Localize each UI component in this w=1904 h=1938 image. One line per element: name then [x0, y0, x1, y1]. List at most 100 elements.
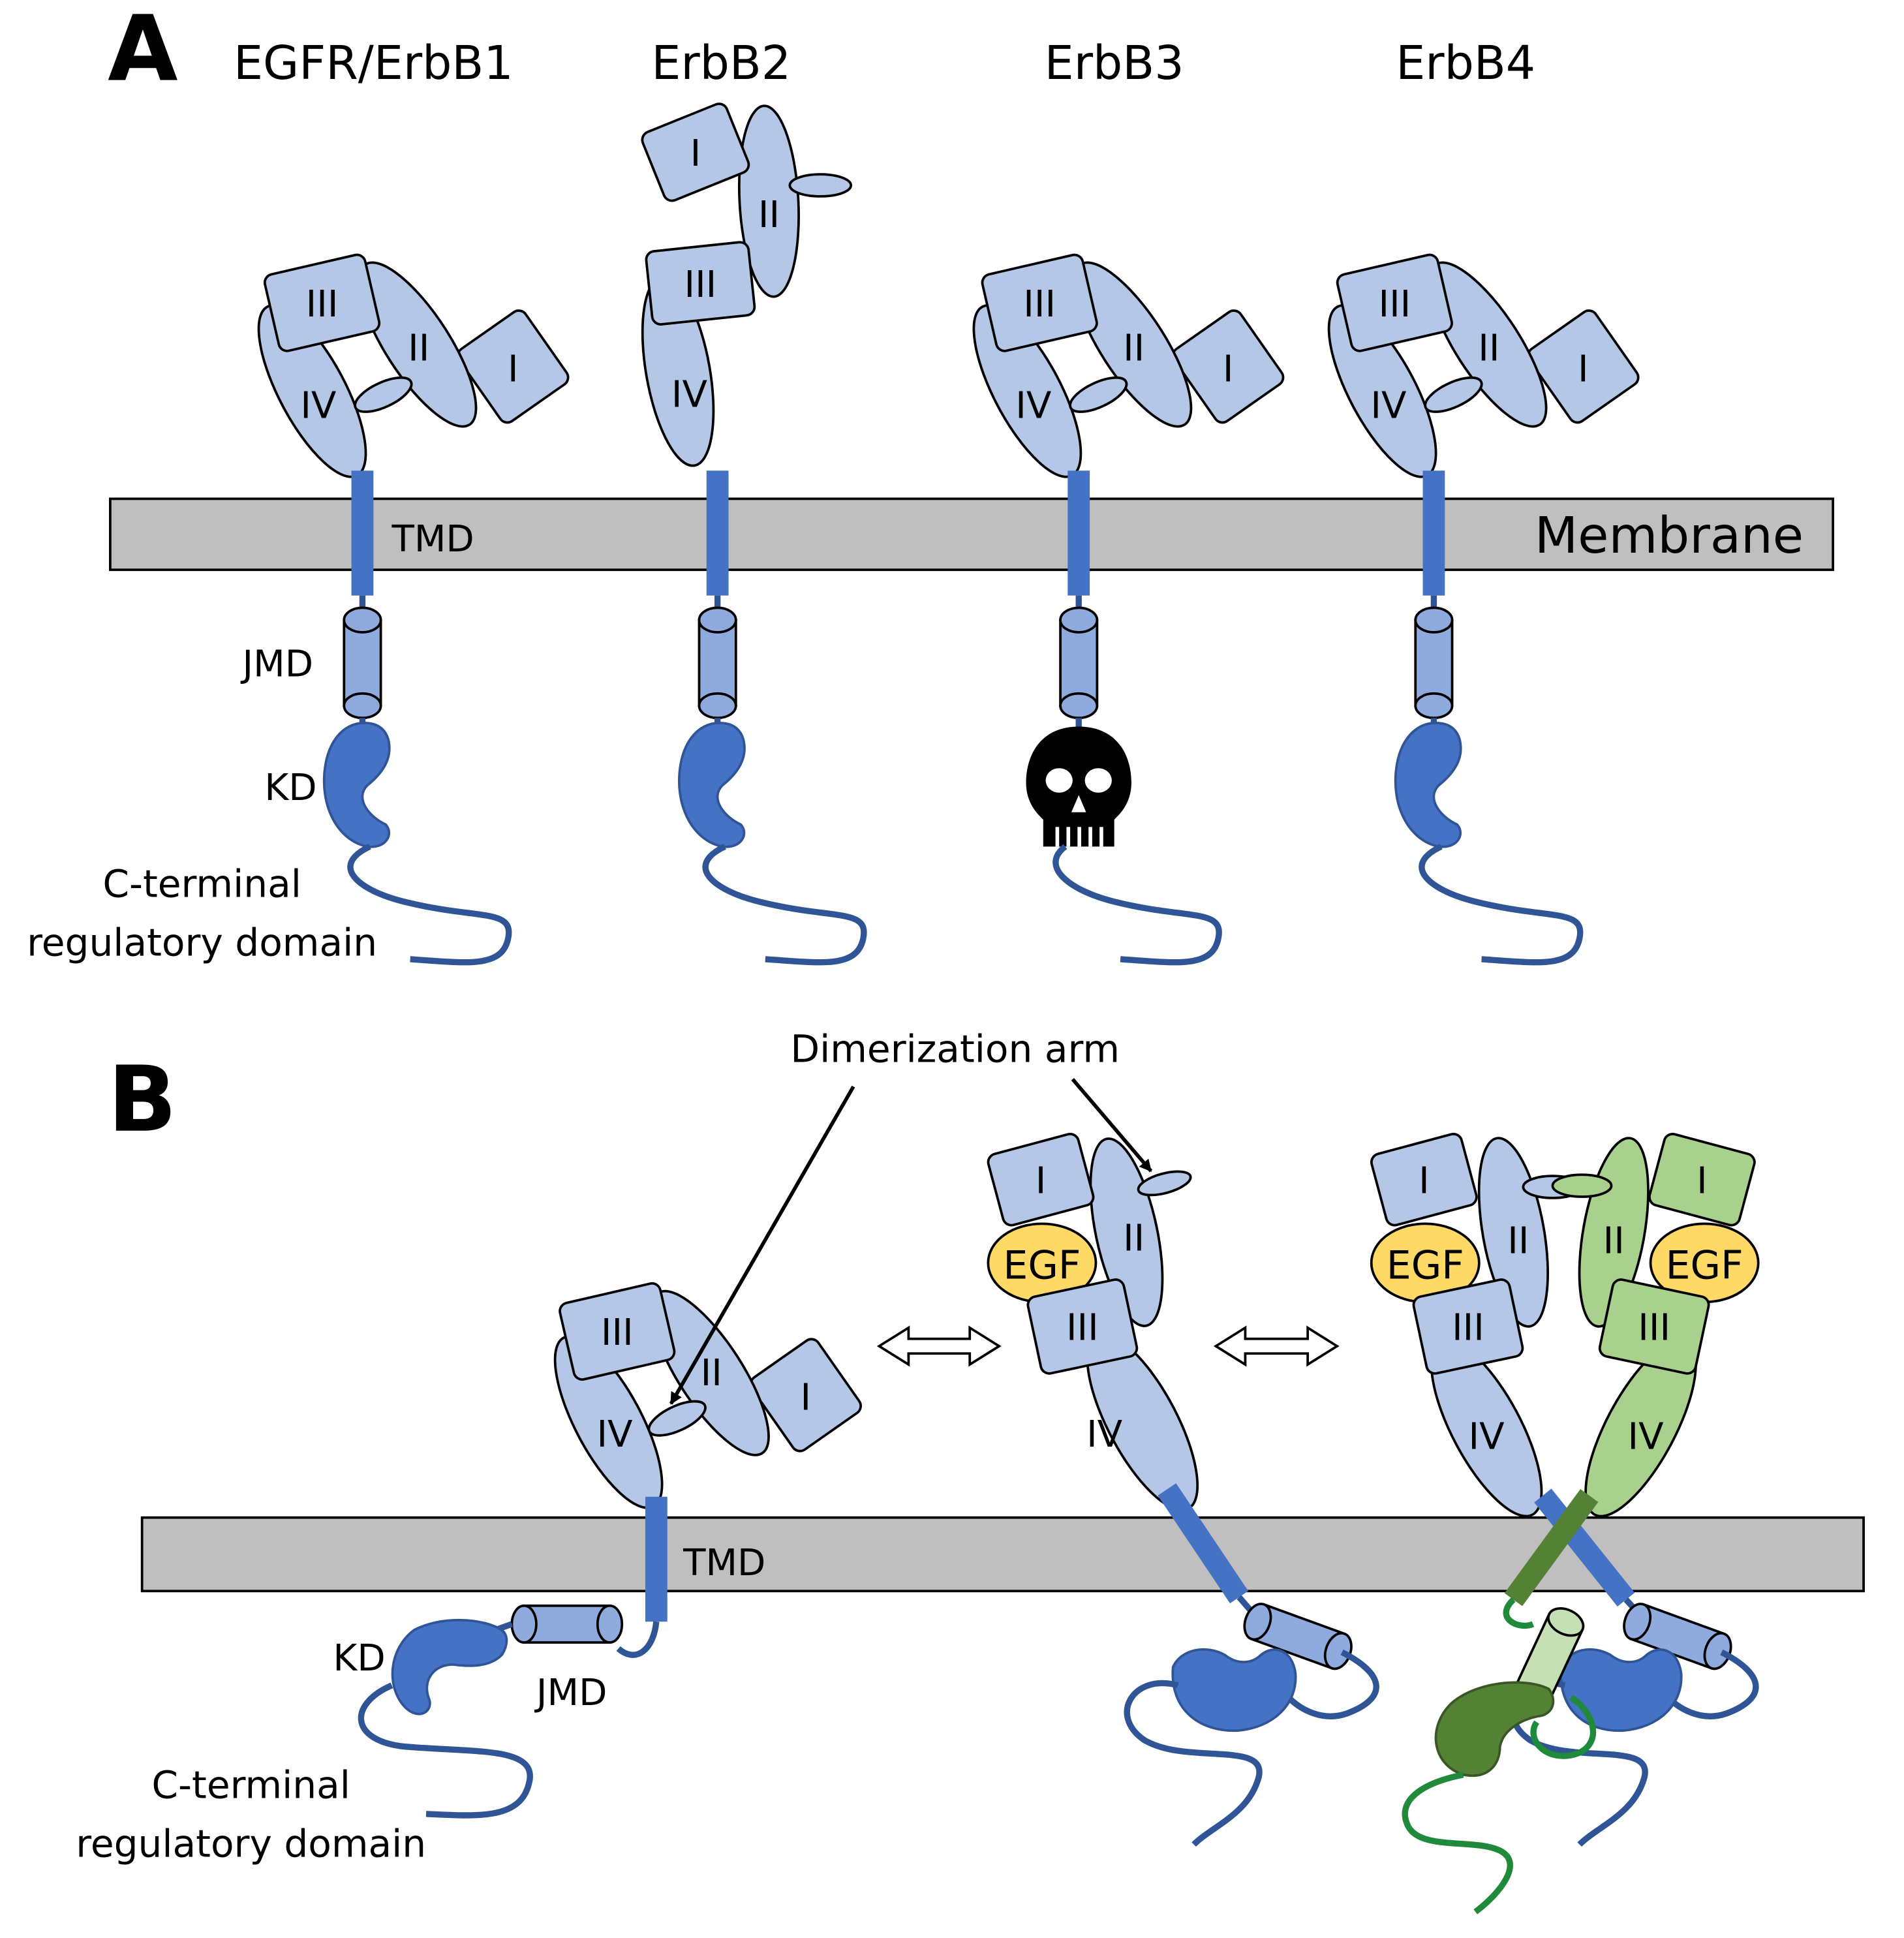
- domain-iii-box: [1598, 1278, 1710, 1375]
- tmd-helix: [1067, 470, 1090, 596]
- c-terminal-tail-green: [1530, 1695, 1597, 1759]
- domain-iii-label: III: [1638, 1307, 1670, 1349]
- kinase-domain: [1171, 1648, 1297, 1732]
- domain-iii-box: [1412, 1278, 1524, 1375]
- dimerization-arm-ellipse: [647, 1400, 707, 1437]
- domain-iii-label: III: [601, 1312, 634, 1354]
- kinase-domain-blue: [1559, 1648, 1683, 1732]
- cterm-label-a-line2: regulatory domain: [27, 920, 377, 964]
- domain-i-label: I: [1697, 1160, 1708, 1202]
- domain-ii-label: II: [408, 327, 429, 369]
- double-arrow-icon: [876, 1325, 1002, 1367]
- jmd-cylinder: [1243, 1603, 1353, 1670]
- receptor-title-egfr: EGFR/ErbB1: [234, 36, 514, 90]
- jmd-cylinder: [510, 1604, 624, 1644]
- jmd-cylinder-blue: [1623, 1603, 1732, 1670]
- cterm-label-b-line1: C-terminal: [151, 1762, 350, 1807]
- dimerization-arm-ellipse: [788, 173, 853, 198]
- domain-i-label: I: [508, 348, 519, 390]
- skull-icon: [1026, 726, 1131, 847]
- c-terminal-tail: [347, 844, 512, 966]
- kinase-domain: [1394, 722, 1462, 848]
- kd-label-b: KD: [333, 1637, 385, 1680]
- domain-iv-label: IV: [596, 1413, 633, 1456]
- intracellular-erbb4: [1394, 470, 1584, 966]
- domain-i-label: I: [1419, 1160, 1430, 1202]
- domain-iv-label: IV: [1627, 1416, 1664, 1458]
- domain-iii-box: [1026, 1278, 1139, 1375]
- dimer-blue-receptor: IV II I EGF III: [1370, 1133, 1584, 1518]
- panel-b-letter: B: [108, 1047, 177, 1152]
- domain-iii-label: III: [684, 264, 716, 306]
- domain-iii-box: [1336, 253, 1453, 352]
- kinase-domain: [322, 722, 391, 848]
- intracellular-egfr: [322, 470, 512, 966]
- domain-i-box: [749, 1338, 862, 1453]
- receptor-erbb3: I II IV III: [972, 253, 1285, 478]
- kinase-domain: [391, 1618, 508, 1715]
- dimer-intracellular: [1402, 1488, 1759, 1915]
- kinase-domain: [678, 722, 746, 848]
- jmd-cylinder: [1059, 606, 1099, 720]
- domain-ii-label: II: [1478, 327, 1499, 369]
- intracellular-erbb2: [678, 470, 867, 966]
- domain-i-label: I: [690, 132, 701, 175]
- domain-ii-label: II: [758, 194, 780, 236]
- domain-i-box: [1171, 309, 1285, 424]
- jmd-cylinder: [343, 606, 382, 720]
- dimerization-arm-pointer: [1071, 1078, 1153, 1173]
- domain-iii-box: [645, 241, 756, 326]
- dimerization-arm-label: Dimerization arm: [790, 1027, 1120, 1071]
- c-terminal-tail: [358, 1682, 533, 1819]
- domain-i-box: [987, 1133, 1095, 1227]
- dimerization-arm-ellipse: [1551, 1173, 1613, 1198]
- kd-label-a: KD: [264, 767, 316, 809]
- domain-ii-label: II: [1123, 1218, 1144, 1260]
- jmd-label-b: JMD: [534, 1672, 607, 1714]
- domain-i-box: [1527, 309, 1640, 424]
- jmd-cylinder: [698, 606, 737, 720]
- domain-iii-box: [559, 1282, 676, 1381]
- tmd-helix: [645, 1496, 668, 1622]
- dimerization-arm-ellipse: [1069, 376, 1128, 413]
- domain-iv-label: IV: [1015, 385, 1052, 427]
- egf-label: EGF: [1666, 1243, 1743, 1289]
- domain-i-label: I: [800, 1377, 811, 1419]
- receptor-egfr: I II IV III: [257, 253, 570, 478]
- extended-monomer-egf: IV II I EGF III: [987, 1133, 1379, 1847]
- c-terminal-tail: [1419, 844, 1584, 966]
- c-terminal-tail: [1052, 844, 1222, 966]
- domain-i-box: [1648, 1133, 1756, 1227]
- dimerization-arm-ellipse: [1424, 376, 1483, 413]
- tmd-helix: [1422, 470, 1445, 596]
- domain-ii-label: II: [701, 1352, 722, 1394]
- domain-iii-label: III: [1452, 1307, 1484, 1349]
- intracellular-erbb3: [1026, 470, 1222, 966]
- tmd-helix: [1158, 1483, 1249, 1604]
- c-terminal-tail: [1124, 1680, 1263, 1847]
- domain-i-box: [641, 102, 750, 202]
- tmd-label-b: TMD: [683, 1542, 765, 1584]
- membrane-label: Membrane: [1535, 507, 1804, 565]
- cterm-label-b-line2: regulatory domain: [76, 1821, 426, 1866]
- domain-ii-ellipse: [737, 104, 800, 298]
- kinase-domain-green: [1434, 1681, 1555, 1777]
- domain-i-label: I: [1578, 348, 1589, 390]
- dimerization-arm-pointer: [669, 1085, 855, 1405]
- double-arrow-icon: [1213, 1325, 1340, 1367]
- tmd-label-a: TMD: [391, 518, 474, 561]
- membrane-bar-a: [109, 497, 1835, 572]
- domain-ii-label: II: [1123, 327, 1144, 369]
- domain-iii-label: III: [306, 283, 339, 326]
- jmd-cylinder: [1414, 606, 1454, 720]
- domain-iii-label: III: [1066, 1307, 1099, 1349]
- domain-iii-box: [263, 253, 381, 352]
- domain-iv-label: IV: [1086, 1413, 1123, 1456]
- c-terminal-tail: [702, 844, 867, 966]
- dimerization-arm-ellipse: [1137, 1170, 1192, 1197]
- domain-iii-label: III: [1023, 283, 1056, 326]
- domain-iii-label: III: [1378, 283, 1411, 326]
- receptor-title-erbb4: ErbB4: [1396, 36, 1535, 90]
- domain-i-box: [457, 309, 570, 424]
